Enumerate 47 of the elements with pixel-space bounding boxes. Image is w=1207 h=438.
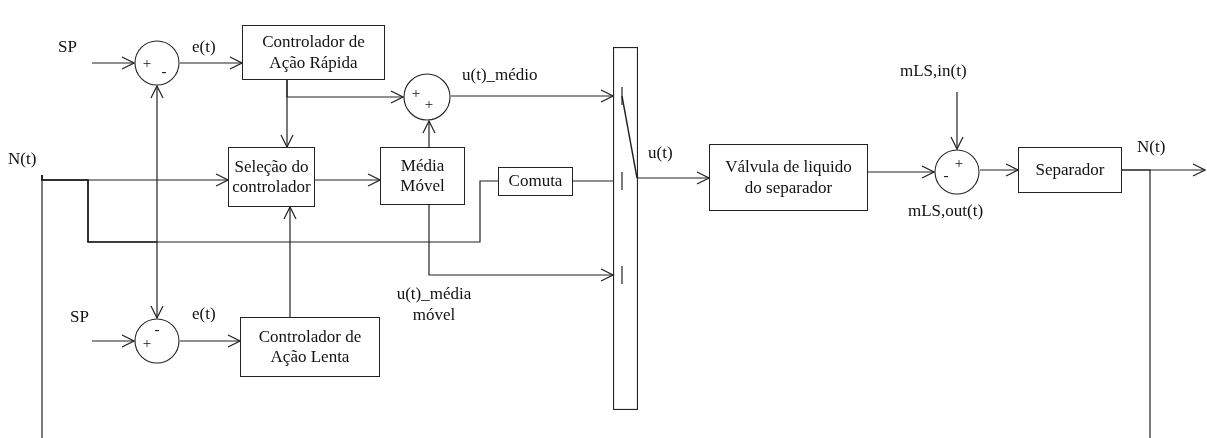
process-box	[1018, 147, 1122, 193]
box-label: Controlador de Ação Rápida	[261, 32, 366, 73]
arrow	[422, 120, 436, 148]
box-label: Média Móvel	[400, 155, 445, 197]
arrow	[950, 91, 964, 150]
sign-label: +	[424, 96, 434, 112]
box-label: Seleção do controlador	[232, 156, 311, 198]
sign-label: +	[142, 335, 152, 351]
sign-label: -	[154, 321, 160, 337]
sign-label: -	[161, 63, 167, 79]
arrow	[979, 163, 1019, 177]
connector-line	[572, 180, 614, 182]
box-label: Comuta	[508, 171, 563, 192]
box-label: Controlador de Ação Lenta	[257, 326, 363, 368]
arrow	[867, 165, 935, 179]
arrow	[286, 79, 404, 104]
arrow	[283, 206, 297, 318]
arrow	[179, 334, 241, 348]
box-label: Válvula de liquido do separador	[724, 157, 853, 198]
signal-label: N(t)	[8, 148, 38, 170]
sign-label: -	[943, 167, 949, 183]
process-box	[709, 144, 868, 211]
box-label: Separador	[1035, 159, 1105, 181]
signal-label: SP	[58, 36, 78, 58]
process-box	[498, 167, 573, 196]
sign-label: +	[411, 85, 421, 101]
summing-junction	[134, 318, 180, 364]
summing-junction	[134, 40, 180, 86]
process-box	[380, 147, 465, 205]
process-box	[242, 25, 385, 80]
process-box	[240, 317, 380, 377]
sign-label: +	[954, 155, 964, 171]
connector-line	[41, 174, 43, 438]
arrow	[91, 334, 135, 348]
summing-junction	[403, 73, 451, 121]
connector-line	[1121, 169, 1151, 438]
arrow	[314, 173, 381, 187]
sign-label: +	[142, 55, 152, 71]
arrow	[450, 89, 614, 103]
process-box	[228, 147, 315, 207]
signal-label: mLS,in(t)	[900, 60, 968, 82]
summing-junction	[934, 149, 980, 195]
arrow	[637, 171, 710, 185]
arrow	[428, 204, 614, 282]
signal-label: SP	[70, 306, 90, 328]
arrow	[179, 56, 243, 70]
arrow	[91, 56, 135, 70]
